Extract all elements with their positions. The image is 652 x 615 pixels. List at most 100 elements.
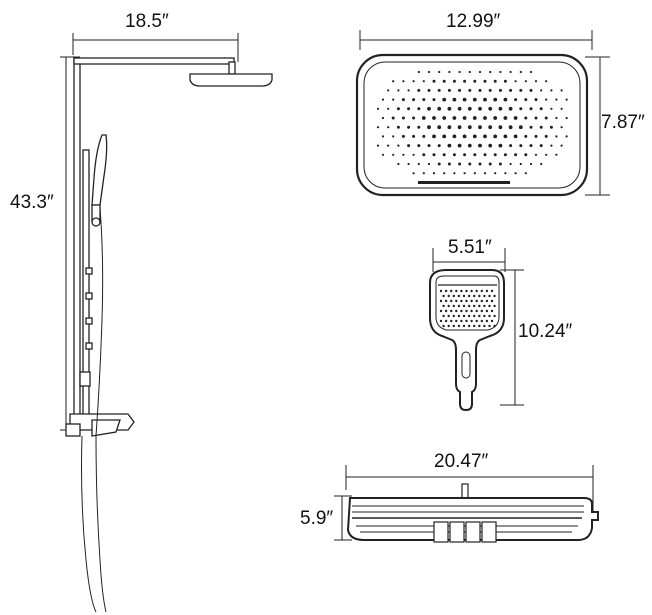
hand-nozzle [475,289,478,293]
rain-nozzle [447,143,452,148]
rain-nozzle [498,88,502,92]
rain-nozzle [498,162,502,166]
hand-nozzle [465,289,468,293]
shower-arm [73,57,235,65]
rain-nozzle [472,97,477,102]
rain-nozzle [555,98,558,101]
hand-nozzle [465,309,468,313]
rain-nozzle [545,153,548,156]
rain-nozzle [432,98,436,102]
hand-shower-side-view [91,134,108,206]
tray-top-knob [461,483,469,499]
hand-nozzle [478,304,481,308]
rain-nozzle [452,97,457,102]
hand-nozzle [444,309,448,313]
rain-nozzle [493,79,497,83]
tray-height-label: 5.9″ [300,508,334,529]
rain-nozzle [458,70,461,74]
rain-nozzle [503,116,508,120]
rain-nozzle [509,70,512,74]
shower-hose-outline [95,435,107,613]
hand-nozzle [447,304,450,308]
rain-nozzle [524,172,527,175]
rain-nozzle [397,144,400,147]
hand-shower-drawing [429,248,524,412]
hand-nozzle [460,309,463,313]
rain-nozzle [401,98,405,102]
hand-nozzle [488,314,491,318]
hand-nozzle [455,309,458,313]
rain-nozzle [519,70,522,74]
diverter-knob [79,371,91,387]
rain-nozzle [468,162,472,166]
rain-nozzle [514,80,517,83]
rain-nozzle [438,70,441,74]
rain-nozzle [509,162,512,166]
rain-nozzle [550,144,553,147]
rain-nozzle [407,162,410,166]
rain-nozzle [518,125,523,130]
rain-nozzle [467,125,472,130]
hand-nozzle [488,324,491,328]
rain-nozzle [381,98,385,101]
rain-nozzle [473,79,477,83]
rain-nozzle [478,106,482,111]
hand-nozzle [439,319,443,323]
body-jet [85,317,93,325]
rain-nozzle [458,88,462,92]
rain-nozzle [462,134,467,139]
rain-nozzle [504,172,507,175]
rain-nozzle [448,70,451,74]
rain-nozzle [432,79,436,83]
rain-nozzle [407,107,411,111]
hand-nozzle [475,319,478,323]
rain-nozzle [376,144,380,147]
hand-nozzle [447,294,450,298]
slide-bar-holder [91,217,101,227]
rain-nozzle [442,116,447,120]
rain-nozzle [508,106,513,111]
rain-nozzle [473,153,477,157]
rain-nozzle [550,89,553,92]
rain-nozzle [442,97,447,102]
hand-nozzle [480,319,483,323]
rain-nozzle [540,89,543,92]
rain-nozzle [503,79,507,83]
hand-nozzle [455,289,458,293]
rain-nozzle [519,88,523,92]
hand-nozzle [452,294,455,298]
rain-nozzle [468,70,471,74]
hand-nozzle [460,299,463,303]
rain-nozzle [478,88,482,92]
rain-nozzle [417,144,421,148]
rain-nozzle [442,134,447,139]
rain-nozzle [550,107,553,110]
rain-nozzle [472,134,477,139]
rain-nozzle [442,153,446,157]
rain-nozzle [407,144,411,148]
body-jet [85,342,93,350]
rain-nozzle [422,80,425,83]
hand-nozzle [452,324,455,328]
rain-nozzle [427,70,431,74]
rain-nozzle [417,70,420,74]
hand-nozzle [483,304,486,308]
rain-nozzle [555,135,558,138]
hand-nozzle [478,324,481,328]
rain-nozzle [544,134,548,138]
rain-nozzle [463,79,467,83]
rain-nozzle [427,106,431,111]
hand-nozzle [478,314,481,318]
hand-nozzle [480,309,483,313]
rain-nozzle [549,125,553,129]
rain-nozzle [467,106,472,111]
hand-nozzle [450,309,453,313]
rain-nozzle [402,80,405,83]
rain-nozzle [447,106,452,111]
shower-hose [81,435,97,613]
rain-nozzle [381,135,385,138]
hand-nozzle [467,304,471,308]
rain-nozzle [412,172,415,175]
rain-nozzle [555,116,558,120]
rain-nozzle [545,98,548,101]
